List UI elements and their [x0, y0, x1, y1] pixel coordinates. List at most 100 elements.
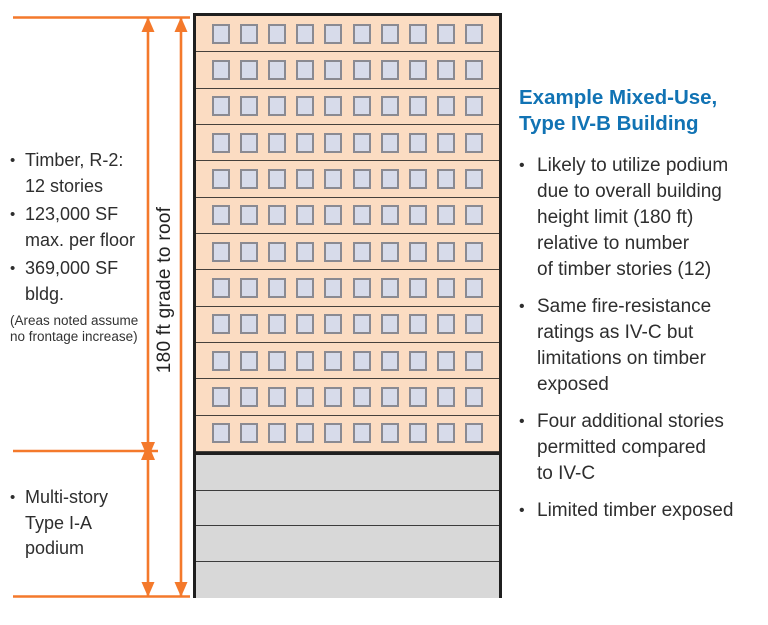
window: [380, 168, 399, 189]
left-notes: • Timber, R-2: 12 stories • 123,000 SF m…: [10, 148, 170, 345]
bullet-icon: •: [10, 260, 16, 277]
window: [352, 168, 371, 189]
window: [352, 205, 371, 226]
building-floor-timber: [196, 16, 499, 53]
building-floor-timber: [196, 124, 499, 162]
timber-note: Timber, R-2: 12 stories: [25, 150, 124, 196]
window: [464, 423, 483, 444]
window: [436, 386, 455, 407]
podium-section: [196, 451, 499, 598]
window: [324, 59, 343, 80]
window: [268, 205, 287, 226]
window: [240, 96, 259, 117]
window: [436, 96, 455, 117]
window: [352, 423, 371, 444]
window: [352, 23, 371, 44]
window: [212, 132, 230, 153]
building-floor-timber: [196, 306, 499, 343]
floor-area-note: 123,000 SF max. per floor: [25, 204, 136, 250]
window: [296, 423, 315, 444]
window: [296, 59, 315, 80]
window: [352, 314, 371, 335]
window: [324, 314, 343, 335]
list-item: • Limited timber exposed: [519, 498, 762, 524]
window: [436, 277, 455, 298]
window: [380, 314, 399, 335]
list-item: • Same fire-resistance ratings as IV-C b…: [519, 294, 762, 398]
window: [380, 386, 399, 407]
arrowhead-up-icon: [174, 17, 188, 32]
window: [268, 241, 287, 262]
window: [240, 205, 259, 226]
window: [408, 59, 427, 80]
sidebar: Example Mixed-Use, Type IV-B Building • …: [519, 85, 762, 535]
window: [324, 96, 343, 117]
window: [464, 168, 483, 189]
window: [324, 423, 343, 444]
window: [408, 386, 427, 407]
window: [380, 423, 399, 444]
window: [380, 205, 399, 226]
window: [464, 23, 483, 44]
window: [408, 314, 427, 335]
window: [212, 386, 230, 407]
window: [464, 132, 483, 153]
window: [464, 241, 483, 262]
window: [240, 132, 259, 153]
arrowhead-up-icon: [141, 17, 155, 32]
bullet-icon: •: [519, 502, 525, 519]
window: [240, 277, 259, 298]
window: [408, 205, 427, 226]
building-floor-timber: [196, 415, 499, 452]
window: [240, 59, 259, 80]
window: [268, 314, 287, 335]
window: [240, 168, 259, 189]
window: [436, 132, 455, 153]
list-item: • Likely to utilize podium due to overal…: [519, 153, 762, 283]
window: [436, 59, 455, 80]
window: [268, 277, 287, 298]
window: [464, 59, 483, 80]
building-floor-timber: [196, 379, 499, 416]
window: [436, 350, 455, 371]
window: [436, 168, 455, 189]
building-floor-timber: [196, 88, 499, 125]
window: [436, 205, 455, 226]
window: [296, 277, 315, 298]
list-item: • Four additional stories permitted comp…: [519, 409, 762, 487]
window: [240, 350, 259, 371]
window: [408, 168, 427, 189]
building-floor-timber: [196, 270, 499, 307]
bullet-icon: •: [519, 157, 525, 174]
bullet-icon: •: [10, 489, 16, 506]
window: [268, 23, 287, 44]
window: [380, 350, 399, 371]
window: [296, 241, 315, 262]
building-floor-podium: [196, 454, 499, 491]
window: [324, 241, 343, 262]
window: [324, 386, 343, 407]
window: [324, 132, 343, 153]
window: [408, 241, 427, 262]
window: [324, 350, 343, 371]
window: [464, 96, 483, 117]
window: [380, 23, 399, 44]
window: [212, 350, 230, 371]
building-floor-podium: [196, 526, 499, 563]
building: [193, 13, 502, 598]
window: [212, 241, 230, 262]
arrowhead-down-icon: [141, 442, 155, 459]
window: [268, 350, 287, 371]
window: [324, 205, 343, 226]
window: [408, 350, 427, 371]
window: [240, 241, 259, 262]
window: [296, 314, 315, 335]
window: [212, 59, 230, 80]
bullet-icon: •: [519, 298, 525, 315]
window: [212, 423, 230, 444]
building-floor-podium: [196, 490, 499, 527]
window: [212, 168, 230, 189]
building-floor-podium: [196, 562, 499, 598]
window: [380, 96, 399, 117]
window: [464, 350, 483, 371]
